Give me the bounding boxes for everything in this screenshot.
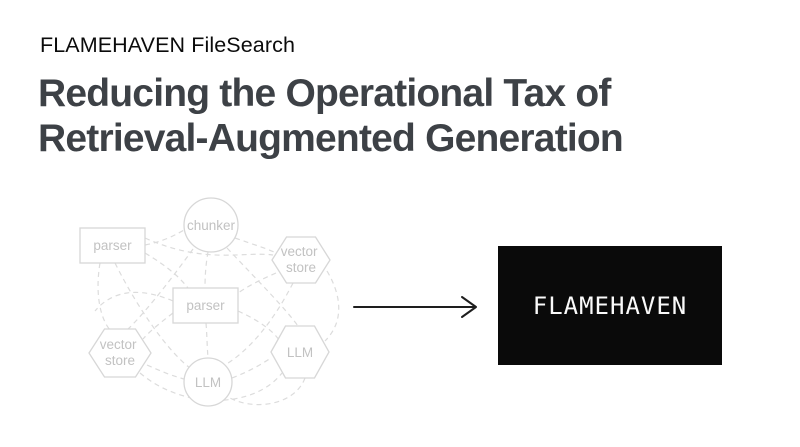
vector-store-top-hexagon — [271, 236, 331, 284]
chunker-label: chunker — [187, 218, 236, 233]
node-chunker: chunker — [183, 197, 239, 253]
vector-store-top-label: vector store — [281, 244, 322, 275]
vector-store-bottom-label: vector store — [100, 337, 141, 368]
node-parser-top: parser — [79, 227, 146, 264]
parser-center-label: parser — [186, 298, 225, 313]
parser-top-rect — [79, 227, 146, 264]
tangled-pipeline-diagram: chunker parser vector store parser vecto… — [79, 197, 340, 407]
page-title-line1: Reducing the Operational Tax of — [38, 72, 611, 115]
node-llm-right: LLM — [270, 325, 330, 379]
node-vector-store-top: vector store — [271, 236, 331, 284]
llm-bottom-label: LLM — [195, 375, 221, 390]
parser-top-label: parser — [93, 238, 132, 253]
node-llm-bottom: LLM — [183, 357, 233, 407]
node-vector-store-bottom: vector store — [88, 328, 152, 378]
parser-center-rect — [172, 287, 239, 324]
node-parser-center: parser — [172, 287, 239, 324]
llm-right-hexagon — [270, 325, 330, 379]
page-title-line2: Retrieval-Augmented Generation — [38, 117, 624, 160]
vector-store-bottom-hexagon — [88, 328, 152, 378]
llm-right-label: LLM — [287, 345, 313, 360]
chunker-circle — [183, 197, 239, 253]
brand-text: FLAMEHAVEN FileSearch — [40, 33, 295, 57]
result-box: FLAMEHAVEN — [498, 246, 722, 365]
right-arrow-icon — [353, 296, 477, 318]
page-title: Reducing the Operational Tax of Retrieva… — [38, 71, 624, 161]
llm-bottom-circle — [183, 357, 233, 407]
result-box-label: FLAMEHAVEN — [532, 291, 688, 320]
